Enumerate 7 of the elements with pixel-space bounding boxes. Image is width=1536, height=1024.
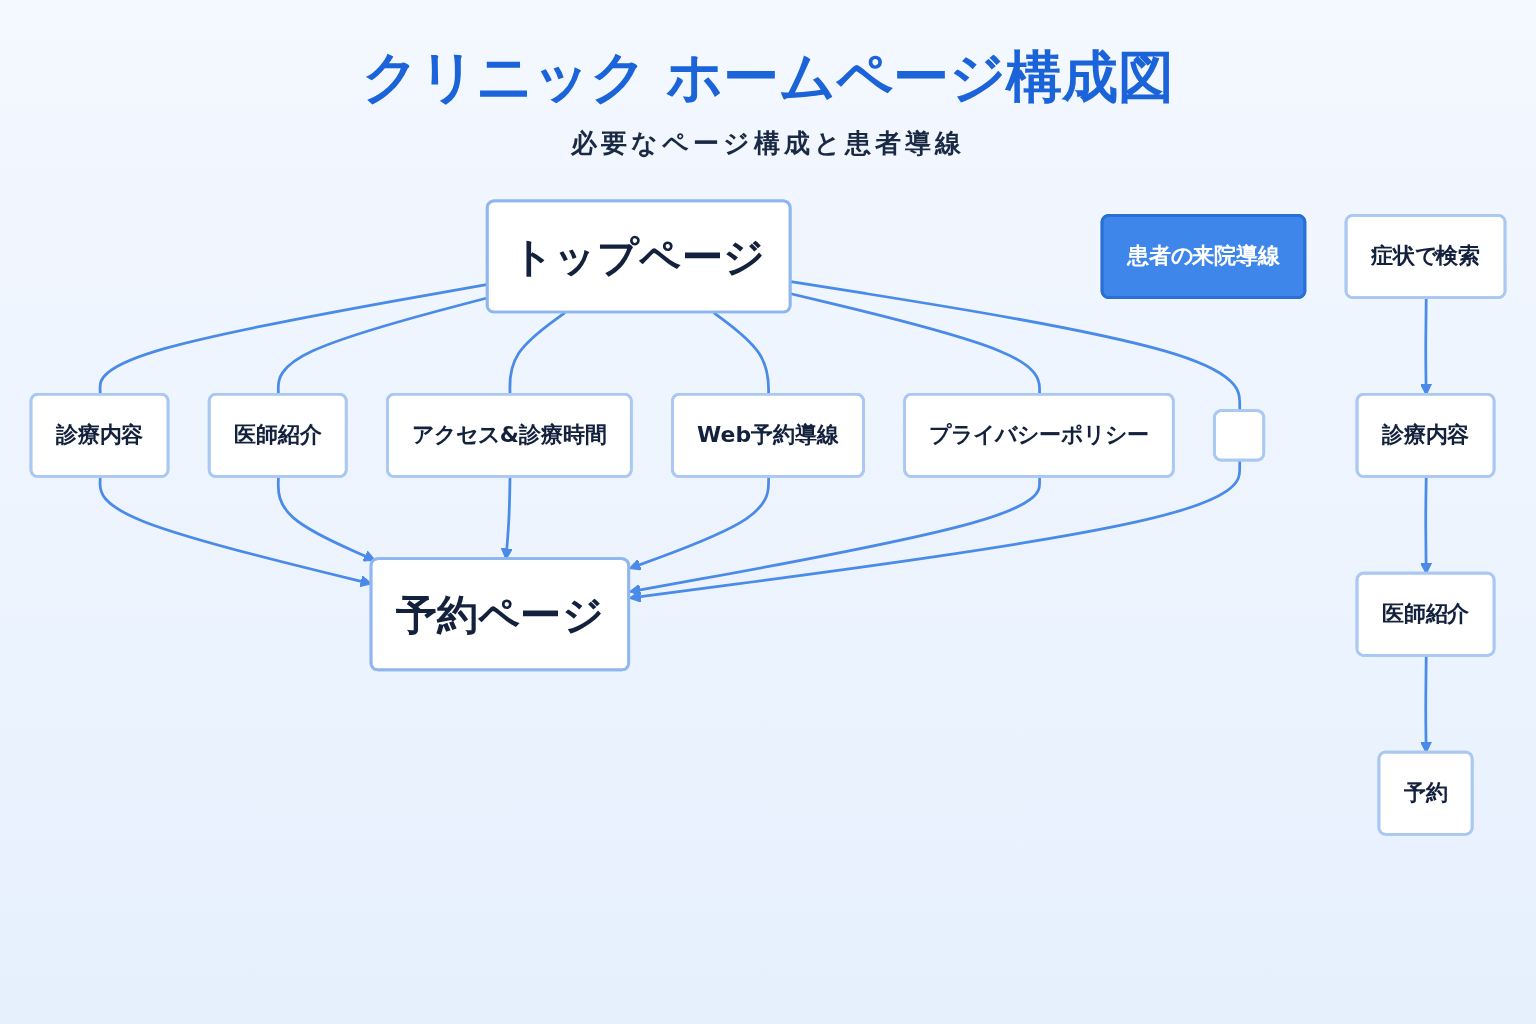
title: クリニック ホームページ構成図	[360, 43, 1176, 111]
arrow	[276, 477, 376, 562]
subtitle: 必要なページ構成と患者導線	[570, 127, 966, 160]
arrow	[628, 477, 1041, 596]
arrow	[628, 477, 770, 571]
connector	[790, 292, 1041, 395]
arrow	[628, 460, 1242, 603]
